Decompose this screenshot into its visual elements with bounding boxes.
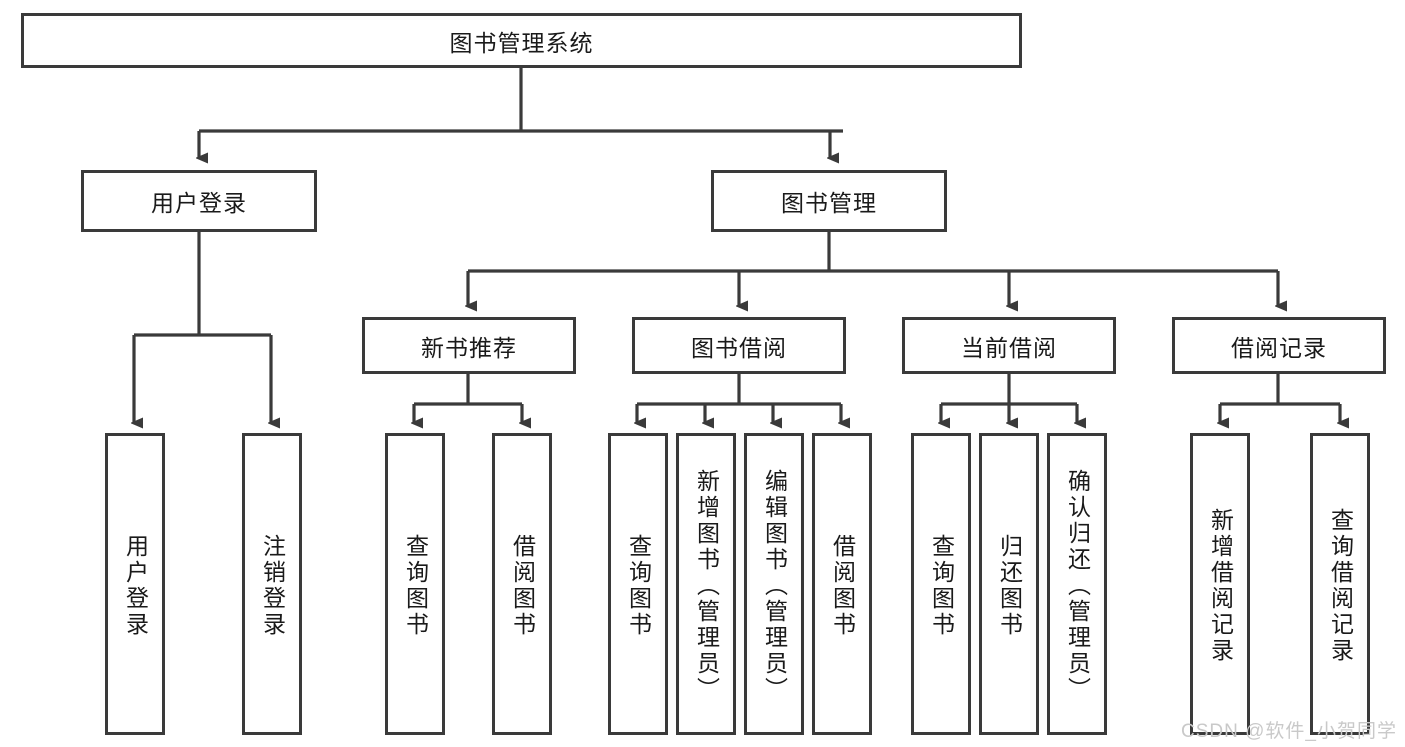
node-root-label: 图书管理系统: [449, 29, 594, 56]
node-borrow-record[interactable]: 借阅记录: [1172, 317, 1386, 374]
leaf-book-borrow-edit[interactable]: 编辑图书（管理员）: [744, 433, 804, 735]
leaf-current-borrow-return[interactable]: 归还图书: [979, 433, 1039, 735]
watermark: CSDN @软件_小贺同学: [1181, 721, 1397, 742]
leaf-new-book-borrow[interactable]: 借阅图书: [492, 433, 552, 735]
node-book-borrow-label: 图书借阅: [691, 334, 787, 361]
leaf-book-borrow-query[interactable]: 查询图书: [608, 433, 668, 735]
node-borrow-record-label: 借阅记录: [1231, 334, 1327, 361]
leaf-borrow-record-query[interactable]: 查询借阅记录: [1310, 433, 1370, 735]
node-current-borrow-label: 当前借阅: [961, 334, 1057, 361]
leaf-new-book-query[interactable]: 查询图书: [385, 433, 445, 735]
leaf-book-borrow-add[interactable]: 新增图书（管理员）: [676, 433, 736, 735]
node-book-borrow[interactable]: 图书借阅: [632, 317, 846, 374]
leaf-user-login-signout[interactable]: 注销登录: [242, 433, 302, 735]
node-root[interactable]: 图书管理系统: [21, 13, 1022, 68]
node-current-borrow[interactable]: 当前借阅: [902, 317, 1116, 374]
leaf-current-borrow-confirm[interactable]: 确认归还（管理员）: [1047, 433, 1107, 735]
node-new-book-recommend-label: 新书推荐: [421, 334, 517, 361]
node-book-management-label: 图书管理: [781, 190, 877, 216]
node-user-login-label: 用户登录: [151, 190, 247, 216]
leaf-book-borrow-lend[interactable]: 借阅图书: [812, 433, 872, 735]
node-user-login[interactable]: 用户登录: [81, 170, 317, 232]
node-new-book-recommend[interactable]: 新书推荐: [362, 317, 576, 374]
node-book-management[interactable]: 图书管理: [711, 170, 947, 232]
leaf-user-login-signin[interactable]: 用户登录: [105, 433, 165, 735]
leaf-current-borrow-query[interactable]: 查询图书: [911, 433, 971, 735]
leaf-borrow-record-add[interactable]: 新增借阅记录: [1190, 433, 1250, 735]
